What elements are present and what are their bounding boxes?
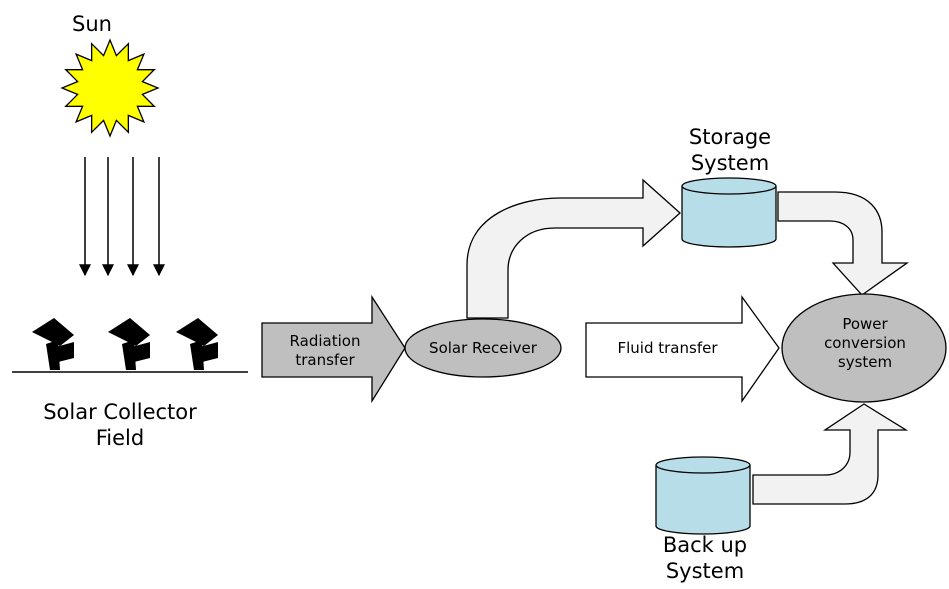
radiation-label-line: Radiation — [289, 332, 361, 350]
field-label-line: Field — [95, 426, 145, 450]
storage-system-label: Storage System — [660, 124, 800, 176]
radiation-label-line: transfer — [295, 351, 355, 369]
sun-label: Sun — [72, 12, 112, 36]
fluid-transfer-arrow — [585, 294, 780, 404]
radiation-transfer-label: Radiation transfer — [270, 332, 380, 370]
solar-receiver-node — [404, 318, 562, 378]
backup-to-power-arrow — [752, 403, 909, 505]
receiver-to-storage-arrow — [466, 178, 681, 319]
sunlight-rays — [79, 157, 165, 277]
backup-tank-icon — [655, 456, 751, 535]
solar-collector-field-label: Solar Collector Field — [20, 399, 220, 451]
solar-panel-icon — [176, 318, 218, 370]
power-conversion-node — [781, 293, 947, 403]
fluid-transfer-label: Fluid transfer — [617, 339, 718, 357]
sun-icon — [60, 38, 160, 138]
solar-panel-icon — [108, 318, 150, 370]
solar-receiver-label: Solar Receiver — [429, 339, 537, 357]
field-label-line: Solar Collector — [43, 400, 197, 424]
storage-label-line: Storage — [688, 125, 772, 149]
backup-label-line: System — [665, 559, 745, 583]
storage-to-power-arrow — [777, 191, 910, 296]
solar-panel-icon — [32, 318, 74, 370]
radiation-transfer-arrow — [261, 294, 406, 404]
power-label-line: conversion — [824, 334, 906, 352]
backup-label-line: Back up — [662, 533, 748, 557]
power-label-line: Power — [842, 315, 888, 333]
storage-tank-icon — [681, 177, 777, 248]
storage-label-line: System — [690, 151, 770, 175]
solar-collector-field-icon — [12, 318, 248, 373]
backup-system-label: Back up System — [630, 532, 780, 584]
power-label-line: system — [837, 353, 893, 371]
power-conversion-label: Power conversion system — [800, 315, 930, 372]
